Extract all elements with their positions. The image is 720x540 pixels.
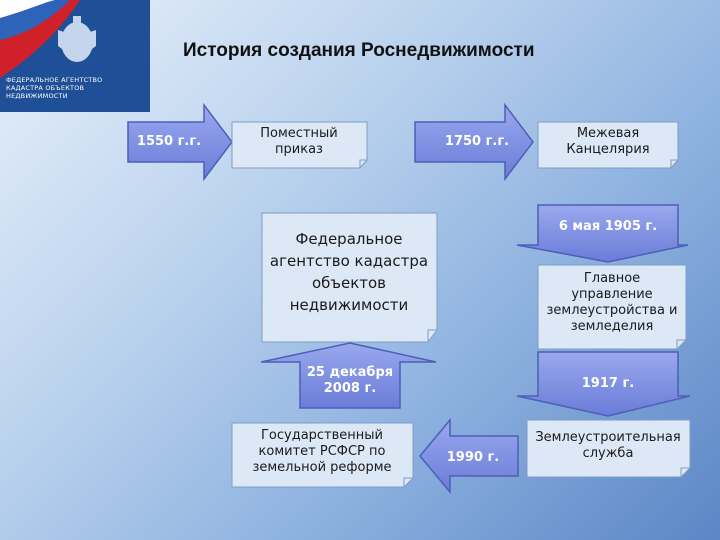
box-mezhevaya xyxy=(537,121,679,169)
label-1917: 1917 г. xyxy=(581,376,635,391)
page-title: История создания Роснедвижимости xyxy=(183,40,535,61)
box-fed-agency xyxy=(261,212,438,343)
label-2008: 25 декабря 2008 г. xyxy=(306,365,394,396)
label-1990: 1990 г. xyxy=(446,450,500,465)
label-1750: 1750 г.г. xyxy=(444,134,510,149)
label-fed-agency: Федеральное агентство кадастра объектов … xyxy=(269,230,429,314)
arrow-1905 xyxy=(516,204,689,263)
agency-logo: ФЕДЕРАЛЬНОЕ АГЕНТСТВО КАДАСТРА ОБЪЕКТОВ … xyxy=(0,0,150,112)
fold-mezhevaya xyxy=(670,159,678,168)
box-glavnoe xyxy=(537,264,687,350)
fold-goskomitet xyxy=(403,477,413,487)
label-1905: 6 мая 1905 г. xyxy=(558,219,658,234)
label-zemleustr: Землеустроительная служба xyxy=(535,430,681,461)
fold-fed-agency xyxy=(427,329,437,342)
box-goskomitet xyxy=(231,422,414,488)
arrow-1750 xyxy=(414,102,534,182)
fold-pomestny xyxy=(359,159,367,168)
label-1550: 1550 г.г. xyxy=(136,134,202,149)
label-goskomitet: Государственный комитет РСФСР по земельн… xyxy=(252,428,392,475)
label-mezhevaya: Межевая Канцелярия xyxy=(566,126,650,157)
arrow-2008 xyxy=(260,342,437,409)
logo-caption-line2: КАДАСТРА ОБЪЕКТОВ НЕДВИЖИМОСТИ xyxy=(6,84,85,100)
label-pomestny: Поместный приказ xyxy=(260,126,338,157)
arrow-1917 xyxy=(516,351,691,417)
arrow-1550 xyxy=(127,102,233,182)
fold-zemleustr xyxy=(680,467,690,477)
box-zemleustr xyxy=(526,419,691,478)
box-pomestny xyxy=(231,121,368,169)
logo-caption-line1: ФЕДЕРАЛЬНОЕ АГЕНТСТВО xyxy=(6,76,103,84)
russian-flag-icon xyxy=(0,0,150,112)
label-glavnoe: Главное управление землеустройства и зем… xyxy=(546,271,678,334)
arrow-1990 xyxy=(419,417,519,495)
fold-glavnoe xyxy=(676,339,686,349)
emblem-icon xyxy=(58,16,96,62)
